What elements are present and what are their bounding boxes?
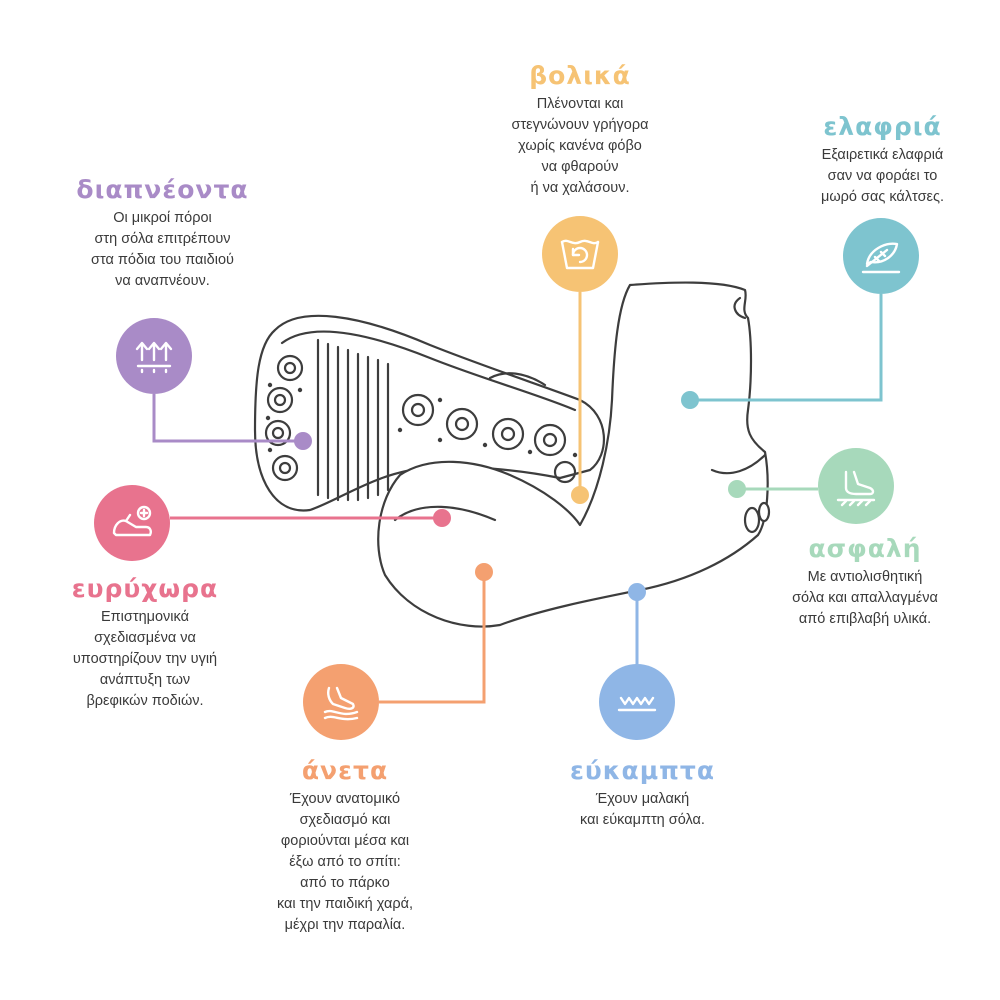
sock-shoe-outline xyxy=(377,281,771,628)
foot-ground-icon xyxy=(836,470,876,507)
wave-sole-icon xyxy=(617,696,657,712)
badge-breathable xyxy=(116,318,192,394)
feature-comfortable-desc: Έχουν ανατομικό σχεδιασμό και φοριούνται… xyxy=(276,790,414,933)
feature-breathable: διαπνέοντα Οι μικροί πόροι στη σόλα επιτ… xyxy=(60,176,265,292)
connector-dot-flexible xyxy=(628,583,646,601)
feature-roomy-title: ευρύχωρα xyxy=(71,574,219,603)
badge-comfortable xyxy=(303,664,379,740)
feature-safe: ασφαλή Με αντιολισθητική σόλα και απαλλα… xyxy=(760,535,970,630)
connector-comfortable xyxy=(379,572,486,704)
sole-dots xyxy=(265,382,578,458)
feather-icon xyxy=(861,242,901,274)
feature-washable: βολικά Πλένονται και στεγνώνουν γρήγορα … xyxy=(480,62,680,199)
feature-flexible-title: εύκαμπτα xyxy=(569,756,716,785)
connector-breathable xyxy=(152,394,303,443)
connector-dot-comfortable xyxy=(475,563,493,581)
wash-icon xyxy=(560,239,600,270)
badge-light xyxy=(843,218,919,294)
feature-flexible: εύκαμπτα Έχουν μαλακή και εύκαμπτη σόλα. xyxy=(545,757,740,831)
badge-roomy xyxy=(94,485,170,561)
feature-comfortable: άνετα Έχουν ανατομικό σχεδιασμό και φορι… xyxy=(240,757,450,936)
connector-light xyxy=(690,294,883,402)
badge-washable xyxy=(542,216,618,292)
feature-light-desc: Εξαιρετικά ελαφριά σαν να φοράει το μωρό… xyxy=(820,146,945,205)
sole-shoe-outline xyxy=(253,314,605,512)
badge-flexible xyxy=(599,664,675,740)
feature-washable-desc: Πλένονται και στεγνώνουν γρήγορα χωρίς κ… xyxy=(511,95,649,196)
foot-cushion-icon xyxy=(323,686,359,721)
foot-shoe-icon xyxy=(112,505,152,537)
connector-dot-washable xyxy=(571,486,589,504)
feature-light-title: ελαφριά xyxy=(823,112,942,141)
connector-dot-roomy xyxy=(433,509,451,527)
connector-dot-breathable xyxy=(294,432,312,450)
feature-roomy: ευρύχωρα Επιστημονικά σχεδιασμένα να υπο… xyxy=(40,575,250,712)
badge-safe xyxy=(818,448,894,524)
feature-washable-title: βολικά xyxy=(529,61,631,90)
connector-lines xyxy=(152,292,883,704)
arrows-up-icon xyxy=(135,341,173,374)
feature-comfortable-title: άνετα xyxy=(301,756,389,785)
connector-dot-light xyxy=(681,391,699,409)
feature-breathable-desc: Οι μικροί πόροι στη σόλα επιτρέπουν στα … xyxy=(91,209,234,289)
feature-safe-title: ασφαλή xyxy=(808,534,922,563)
connector-dot-safe xyxy=(728,480,746,498)
feature-breathable-title: διαπνέοντα xyxy=(76,175,249,204)
feature-flexible-desc: Έχουν μαλακή και εύκαμπτη σόλα. xyxy=(580,790,705,828)
feature-roomy-desc: Επιστημονικά σχεδιασμένα να υποστηρίζουν… xyxy=(72,608,218,709)
feature-light: ελαφριά Εξαιρετικά ελαφριά σαν να φοράει… xyxy=(785,113,980,208)
feature-safe-desc: Με αντιολισθητική σόλα και απαλλαγμένα α… xyxy=(792,568,938,627)
